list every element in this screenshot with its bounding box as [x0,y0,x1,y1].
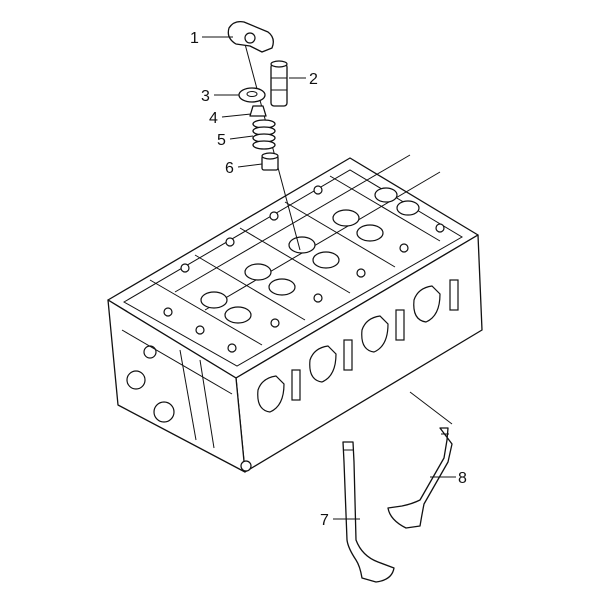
callout-8: 8 [458,470,467,487]
valve-spring [252,119,276,150]
callout-6: 6 [225,160,234,177]
valves [342,391,453,583]
callout-7: 7 [320,512,329,529]
rocker-roller [244,32,256,44]
cylinder-head [107,154,483,473]
callout-2: 2 [309,71,318,88]
callout-1: 1 [190,30,199,47]
end-face-details [121,329,233,449]
valve-collets [249,105,267,117]
exhaust-ports [257,285,441,413]
valve-stem-seal [261,152,279,171]
leader-lines [202,36,456,520]
valvetrain-parts [227,20,301,251]
callout-5: 5 [217,132,226,149]
deck-studs [163,185,445,353]
valve-7 [342,441,395,583]
callout-4: 4 [209,110,218,127]
valve-bores [200,187,420,324]
spring-seat-washer [238,87,266,103]
valve-axis-line [409,391,453,425]
hydraulic-lifter [270,60,288,107]
valve-8 [387,427,453,529]
callout-labels: 1 2 3 4 5 6 7 8 [190,30,467,529]
callout-3: 3 [201,88,210,105]
face-bolt-bosses [240,279,459,472]
